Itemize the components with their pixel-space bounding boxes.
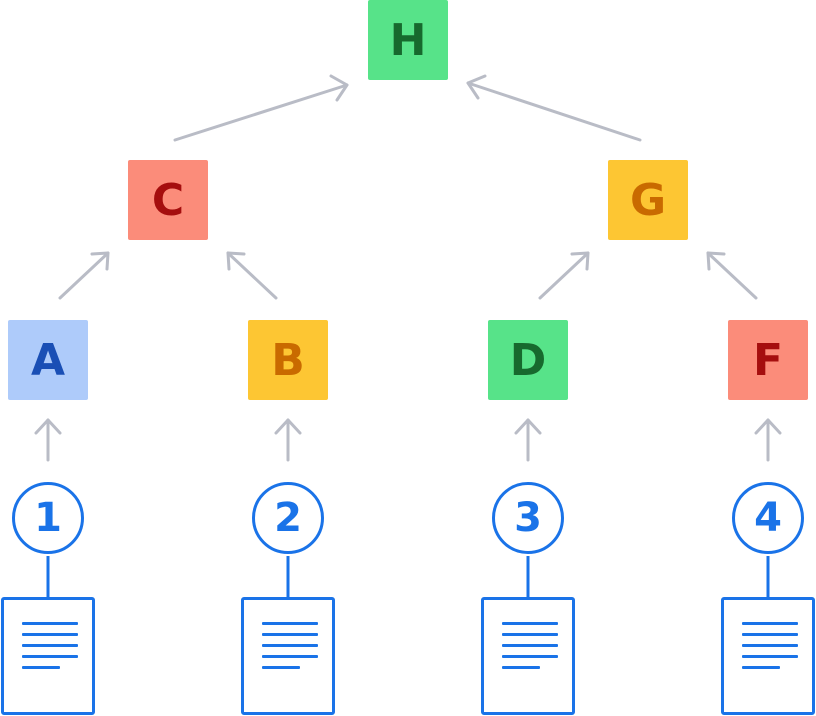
leaf-number-4-label: 4 <box>754 495 782 541</box>
arrow-d-to-g <box>538 251 590 300</box>
node-g: G <box>608 160 688 240</box>
node-b: B <box>248 320 328 400</box>
node-c: C <box>128 160 208 240</box>
leaf-number-4: 4 <box>732 482 804 554</box>
node-a-label: A <box>30 334 66 386</box>
arrow-1-to-a-head <box>34 418 62 435</box>
node-a: A <box>8 320 88 400</box>
document-icon <box>481 597 575 715</box>
arrow-f-to-g <box>706 251 758 300</box>
document-icon <box>1 597 95 715</box>
node-f-label: F <box>752 334 784 386</box>
arrow-c-to-h-head <box>329 74 349 102</box>
node-g-label: G <box>629 174 667 226</box>
arrow-a-to-c <box>58 251 110 300</box>
arrow-b-to-c <box>226 251 278 300</box>
node-b-label: B <box>271 334 305 386</box>
arrow-c-to-h <box>173 83 349 142</box>
leaf-number-3: 3 <box>492 482 564 554</box>
node-h-label: H <box>389 14 427 66</box>
arrow-2-to-b-head <box>274 418 302 435</box>
node-d: D <box>488 320 568 400</box>
arrow-g-to-h <box>466 81 642 142</box>
arrow-4-to-f-head <box>754 418 782 435</box>
leaf-number-1: 1 <box>12 482 84 554</box>
leaf-number-1-label: 1 <box>34 495 62 541</box>
document-icon <box>241 597 335 715</box>
leaf-number-2-label: 2 <box>274 495 302 541</box>
leaf-number-3-label: 3 <box>514 495 542 541</box>
arrow-a-to-c-head <box>90 251 110 271</box>
arrow-3-to-d-head <box>514 418 542 435</box>
node-f: F <box>728 320 808 400</box>
node-d-label: D <box>509 334 547 386</box>
arrow-b-to-c-head <box>226 251 246 271</box>
arrow-f-to-g-head <box>706 251 726 271</box>
arrow-g-to-h-head <box>466 74 487 100</box>
document-icon <box>721 597 815 715</box>
arrow-d-to-g-head <box>570 251 590 271</box>
node-c-label: C <box>151 174 185 226</box>
leaf-number-2: 2 <box>252 482 324 554</box>
node-h: H <box>368 0 448 80</box>
